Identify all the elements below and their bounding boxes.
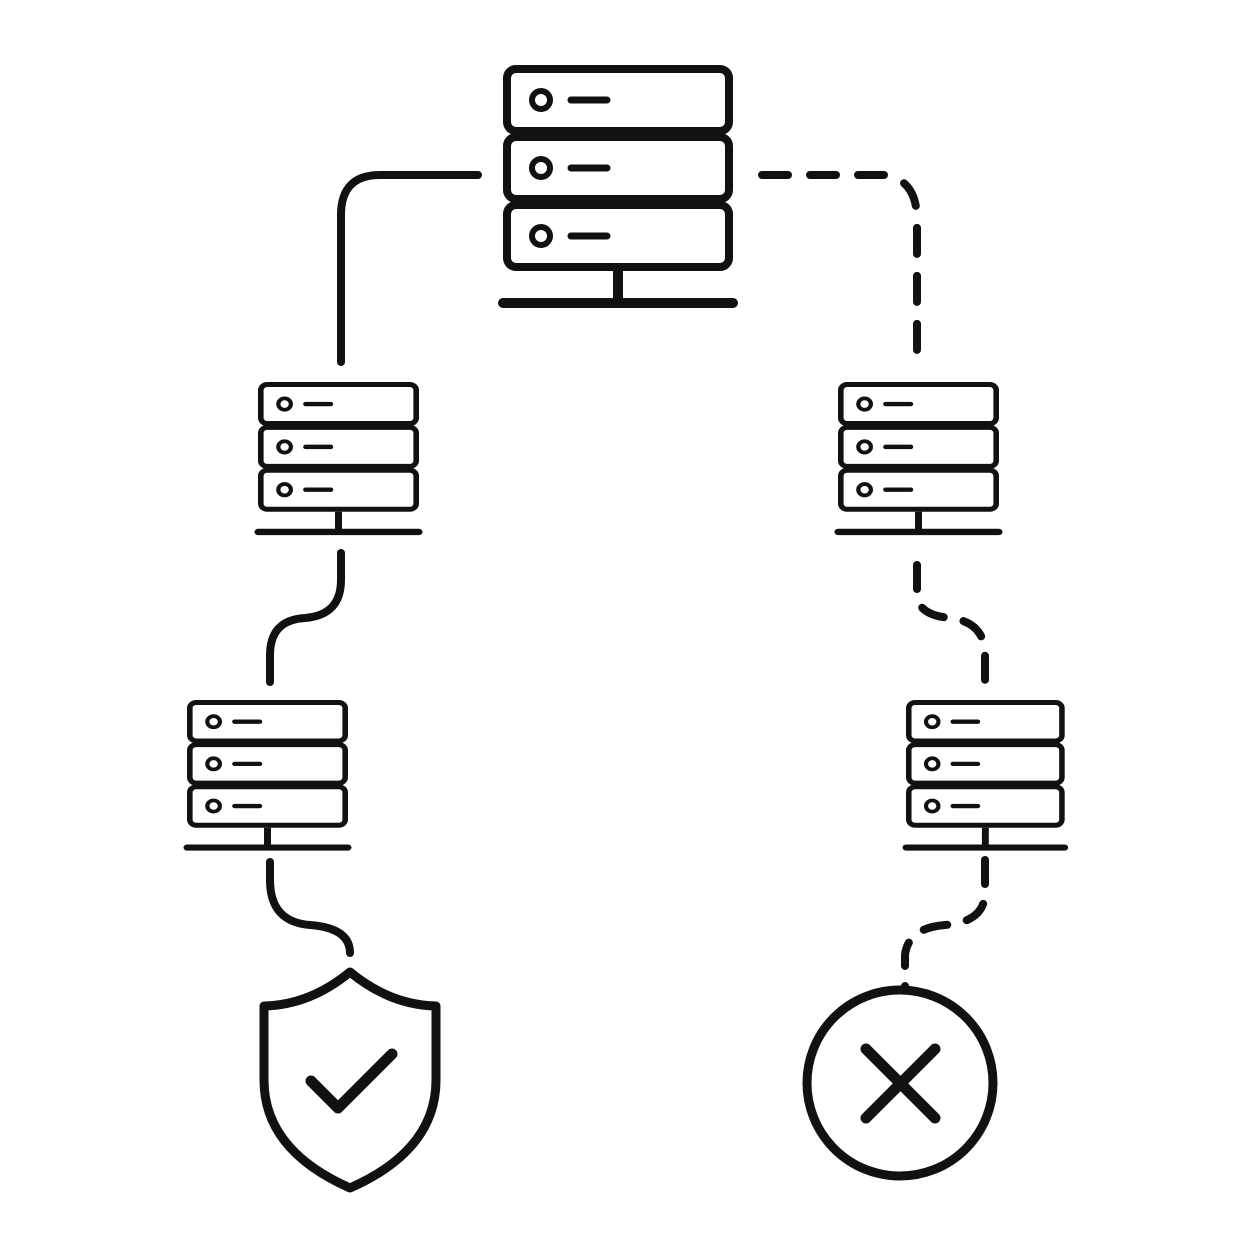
x-circle-icon	[802, 985, 998, 1181]
shield-check-icon	[259, 967, 441, 1193]
connection-root-to-left-1	[337, 171, 482, 366]
connection-right-2-to-x	[901, 856, 989, 992]
connection-root-to-right-1	[758, 171, 921, 369]
left-server-1-icon	[258, 385, 419, 532]
connections	[266, 171, 989, 992]
right-server-1-icon	[838, 385, 999, 532]
root-server-icon	[503, 69, 733, 303]
connection-left-1-to-left-2	[266, 549, 345, 686]
connection-left-2-to-shield	[266, 858, 354, 957]
connection-right-1-to-right-2	[913, 561, 989, 691]
right-server-2-icon	[906, 702, 1065, 847]
left-server-2-icon	[187, 702, 348, 847]
